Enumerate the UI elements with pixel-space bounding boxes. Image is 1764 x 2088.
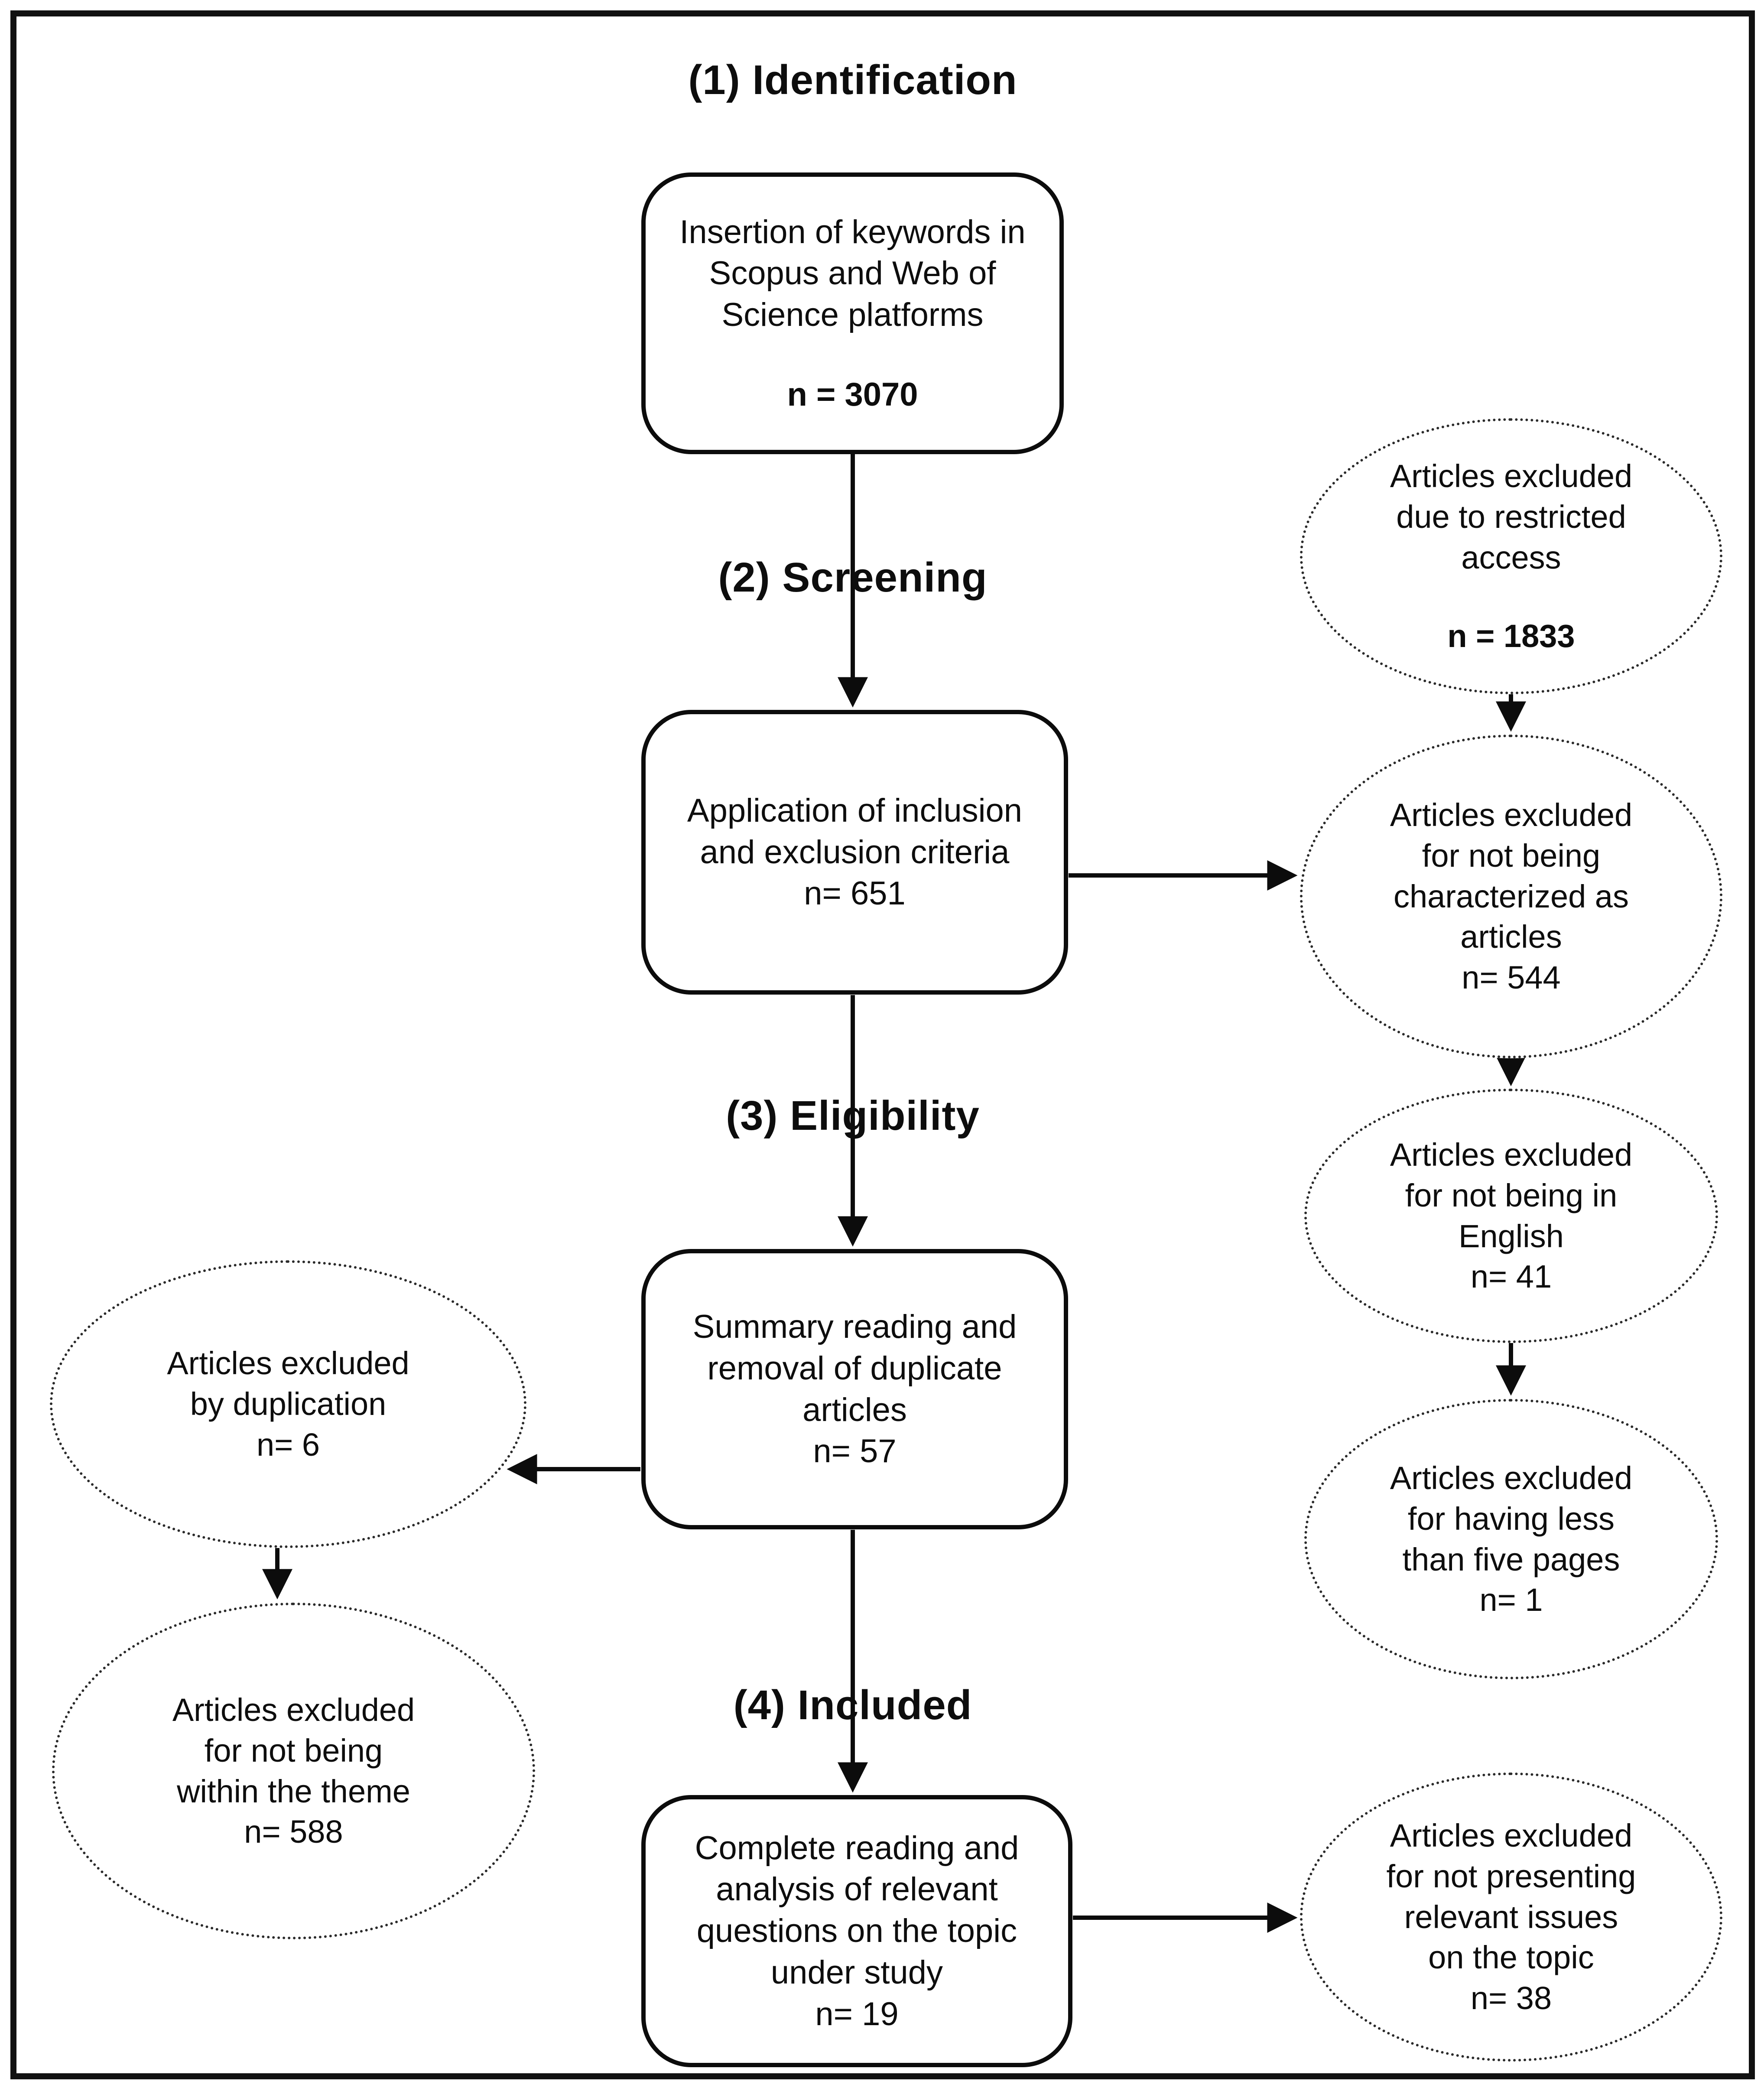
stage-label-identification: (1) Identification	[688, 57, 1017, 103]
stage-label-screening: (2) Screening	[718, 554, 988, 601]
ellipse-excluded-not-within-theme: Articles excluded for not being within t…	[52, 1603, 535, 1939]
ellipse-excluded-restricted-access-text: Articles excluded due to restricted acce…	[1390, 458, 1633, 576]
figure-border	[10, 10, 1755, 2079]
stage-label-included: (4) Included	[733, 1682, 972, 1728]
box-inclusion-exclusion-criteria-text: Application of inclusion and exclusion c…	[687, 792, 1023, 871]
box-keyword-insertion: Insertion of keywords in Scopus and Web …	[641, 172, 1064, 454]
box-summary-reading-text: Summary reading and removal of duplicate…	[692, 1308, 1017, 1428]
box-keyword-insertion-text: Insertion of keywords in Scopus and Web …	[679, 213, 1026, 334]
box-complete-reading: Complete reading and analysis of relevan…	[641, 1795, 1072, 2067]
ellipse-excluded-duplication-text: Articles excluded by duplication	[167, 1345, 409, 1422]
ellipse-excluded-not-articles-count: n= 544	[1462, 959, 1561, 996]
box-complete-reading-text: Complete reading and analysis of relevan…	[695, 1829, 1019, 1991]
box-inclusion-exclusion-criteria: Application of inclusion and exclusion c…	[641, 710, 1068, 995]
box-inclusion-exclusion-criteria-count: n= 651	[804, 875, 906, 912]
ellipse-excluded-not-articles: Articles excluded for not being characte…	[1300, 735, 1722, 1058]
box-summary-reading-count: n= 57	[813, 1433, 897, 1470]
ellipse-excluded-duplication-count: n= 6	[256, 1426, 320, 1463]
ellipse-excluded-five-pages: Articles excluded for having less than f…	[1304, 1399, 1718, 1679]
ellipse-excluded-not-english-count: n= 41	[1470, 1259, 1552, 1295]
ellipse-excluded-five-pages-text: Articles excluded for having less than f…	[1390, 1460, 1633, 1577]
ellipse-excluded-duplication: Articles excluded by duplication n= 6	[50, 1260, 526, 1548]
ellipse-excluded-not-within-theme-text: Articles excluded for not being within t…	[172, 1691, 415, 1809]
ellipse-excluded-not-relevant: Articles excluded for not presenting rel…	[1300, 1773, 1722, 2062]
ellipse-excluded-restricted-access-count: n = 1833	[1447, 618, 1575, 654]
ellipse-excluded-not-articles-text: Articles excluded for not being characte…	[1390, 797, 1633, 955]
box-keyword-insertion-count: n = 3070	[787, 376, 918, 413]
ellipse-excluded-not-english: Articles excluded for not being in Engli…	[1304, 1089, 1718, 1343]
ellipse-excluded-not-within-theme-count: n= 588	[244, 1814, 343, 1850]
ellipse-excluded-five-pages-count: n= 1	[1479, 1582, 1543, 1618]
ellipse-excluded-not-english-text: Articles excluded for not being in Engli…	[1390, 1136, 1633, 1254]
ellipse-excluded-not-relevant-count: n= 38	[1470, 1980, 1552, 2016]
ellipse-excluded-restricted-access: Articles excluded due to restricted acce…	[1300, 418, 1722, 694]
stage-label-eligibility: (3) Eligibility	[726, 1093, 980, 1139]
box-complete-reading-count: n= 19	[815, 1995, 899, 2033]
ellipse-excluded-not-relevant-text: Articles excluded for not presenting rel…	[1386, 1817, 1636, 1976]
box-summary-reading: Summary reading and removal of duplicate…	[641, 1249, 1068, 1529]
